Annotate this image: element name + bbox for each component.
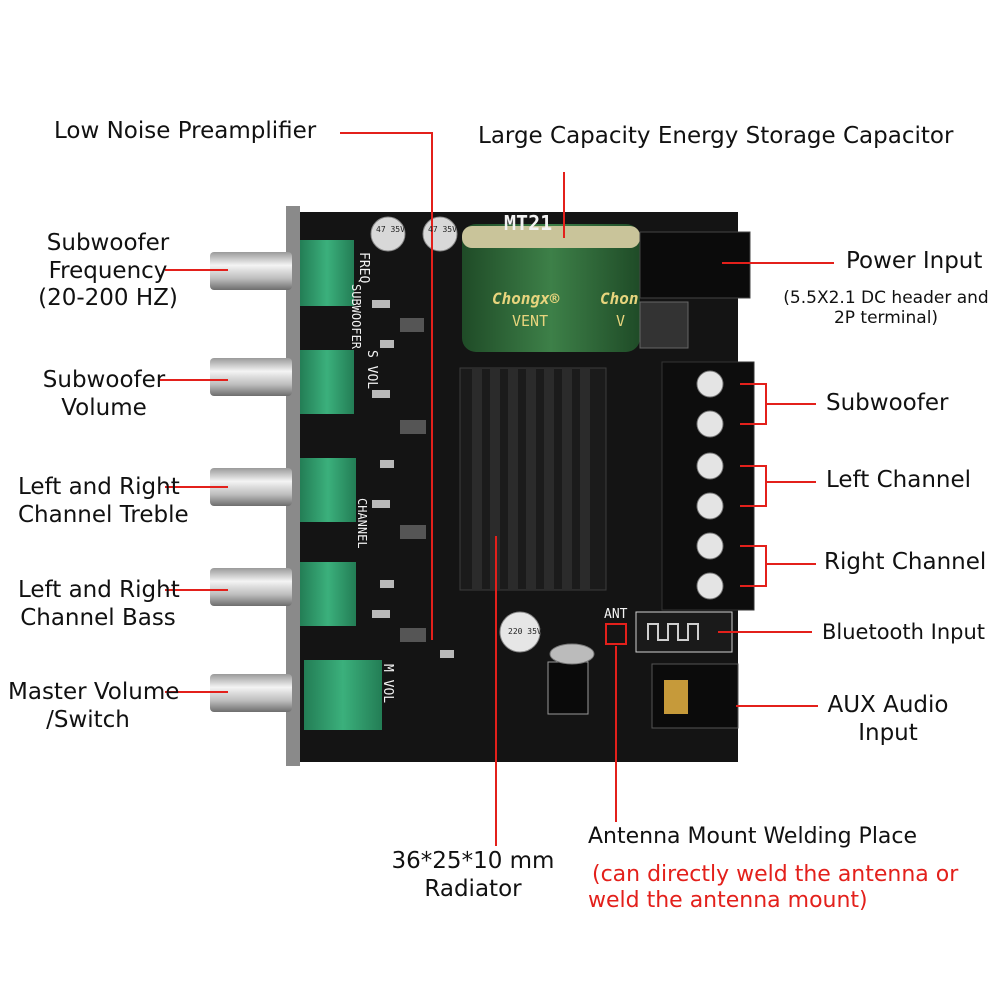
label-sub-vol-line2: Volume [61,394,147,421]
label-aux: AUX Audio Input [808,692,968,747]
knob-shafts [210,252,292,712]
label-preamp: Low Noise Preamplifier [54,118,317,144]
label-bass: Left and Right Channel Bass [18,577,180,632]
silkscreen-svol: S VOL [364,350,379,389]
silkscreen-vent1: VENT [512,312,548,330]
silkscreen-cap1: 47 35V [376,225,405,234]
label-right-channel: Right Channel [824,549,987,575]
label-sub-freq: Subwoofer Frequency (20-200 HZ) [28,230,188,313]
label-power-note: (5.5X2.1 DC header and 2P terminal) [772,288,1000,329]
silkscreen-ant: ANT [604,607,628,622]
silkscreen-brand1: Chongx® [492,289,560,308]
crystal-oscillator [549,643,595,665]
label-radiator: 36*25*10 mm Radiator [388,848,558,903]
label-bass-line2: Channel Bass [20,604,176,631]
leader-preamp [340,132,433,640]
silkscreen: MT21 Chongx® VENT Chon V FREQ SUBWOOFER … [349,211,639,703]
small-capacitor [499,611,541,653]
label-radiator-line2: Radiator [424,875,522,902]
small-capacitor [370,216,406,252]
speaker-terminal-block [661,361,755,611]
silkscreen-vent2: V [616,312,625,330]
bluetooth-antenna-trace [635,611,733,653]
label-master-line1: Master Volume [8,679,180,705]
silkscreen-channel: CHANNEL [355,498,369,549]
label-power-note-line2: 2P terminal) [833,308,939,329]
radiator-heatsink [459,367,607,591]
label-antenna-note-line2: weld the antenna mount) [588,888,868,914]
silkscreen-freq: FREQ [356,252,371,283]
leader-lines [160,132,834,846]
silkscreen-cap3: 220 35V [508,627,542,636]
label-master-line2: /Switch [46,706,130,733]
bluetooth-chip [547,661,589,715]
label-aux-line2: Input [858,719,918,746]
label-bluetooth: Bluetooth Input [822,620,985,644]
front-panel [286,206,300,766]
label-left-channel: Left Channel [826,467,972,493]
label-power-note-line1: (5.5X2.1 DC header and [783,288,989,308]
smd-components [372,300,454,658]
label-master: Master Volume /Switch [8,679,180,734]
label-capacitor: Large Capacity Energy Storage Capacitor [478,123,954,149]
leader-right-bracket [740,545,767,587]
silkscreen-cap2: 47 35V [428,225,457,234]
label-aux-line1: AUX Audio [827,692,949,718]
power-terminal-2p [639,301,689,349]
label-subwoofer: Subwoofer [826,390,949,416]
label-bass-line1: Left and Right [18,577,180,603]
silkscreen-mvol: M VOL [380,664,395,703]
label-treble-line2: Channel Treble [18,501,189,528]
label-sub-vol-line1: Subwoofer [42,367,166,393]
label-radiator-line1: 36*25*10 mm [391,848,555,874]
silkscreen-sub: SUBWOOFER [349,284,363,350]
antenna-pad [605,623,627,645]
label-power: Power Input [846,248,983,274]
silkscreen-model: MT21 [504,211,552,235]
label-sub-freq-line3: (20-200 HZ) [38,285,178,312]
label-antenna-note: (can directly weld the antenna or weld t… [588,862,958,915]
small-capacitor [422,216,458,252]
label-treble-line1: Left and Right [18,474,180,500]
label-sub-freq-line1: Subwoofer [46,230,170,256]
label-sub-freq-line2: Frequency [48,257,168,284]
label-treble: Left and Right Channel Treble [18,474,189,529]
label-antenna-note-line1: (can directly weld the antenna or [592,862,959,887]
leader-left-bracket [740,465,767,507]
silkscreen-brand2: Chon [600,289,639,308]
dc-power-jack [639,231,751,299]
energy-storage-capacitor [462,224,640,352]
label-antenna: Antenna Mount Welding Place [588,824,918,849]
label-sub-vol: Subwoofer Volume [24,367,184,422]
potentiometers [300,240,382,730]
